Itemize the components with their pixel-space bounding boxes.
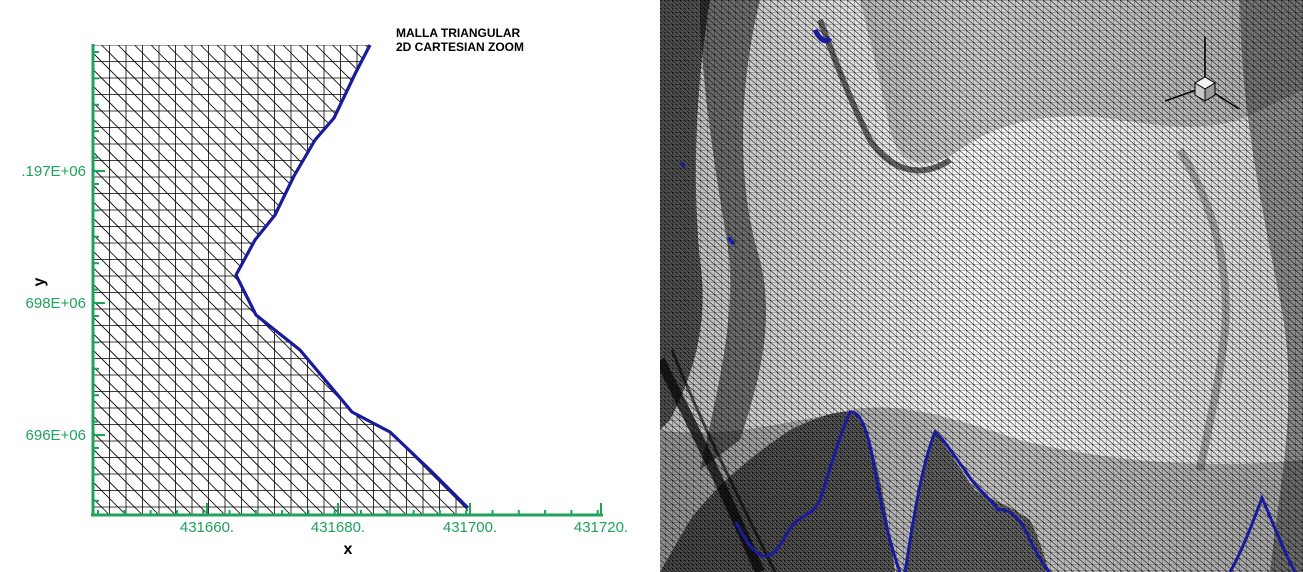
mesh-edge: [93, 45, 308, 515]
mesh-edge: [93, 45, 407, 515]
x-tick-label: 431680.: [311, 519, 365, 536]
mesh-edge: [93, 45, 341, 515]
x-axis-title: x: [344, 541, 353, 558]
boundary-curve-3d: [812, 28, 833, 44]
right-3d-view: [660, 0, 1303, 572]
axes: [91, 44, 603, 517]
plot-title-line-1: MALLA TRIANGULAR: [396, 26, 521, 40]
mesh-edge: [200, 45, 468, 515]
mesh-edge: [93, 45, 209, 515]
mesh-edge: [93, 45, 457, 515]
mesh-edge: [93, 45, 325, 515]
x-tick-label: 431660.: [180, 519, 234, 536]
mesh-edge: [93, 45, 193, 515]
boundary-curve-3d: [726, 236, 736, 246]
mesh-edge: [93, 45, 292, 515]
boundary-curve-3d: [903, 429, 1052, 572]
y-tick-label: .197E+06: [21, 163, 86, 180]
mesh-edge: [93, 45, 259, 515]
axis-cube-icon[interactable]: [1164, 37, 1240, 110]
mesh-edge: [93, 45, 275, 515]
mesh-edge: [93, 45, 242, 515]
mesh-edge: [93, 45, 160, 515]
boundary-curve-3d: [734, 410, 902, 572]
boundary-curves-3d: [680, 28, 1297, 572]
mesh-edge: [233, 45, 468, 515]
mesh-edge: [93, 45, 424, 515]
mesh-edge: [93, 45, 391, 515]
y-tick-label: 698E+06: [26, 295, 86, 312]
mesh-edge: [93, 45, 374, 515]
mesh-edge: [93, 45, 440, 515]
mesh-edge: [183, 45, 468, 515]
mesh-edge: [93, 45, 127, 515]
y-tick-label: 696E+06: [26, 427, 86, 444]
mesh-edge: [93, 45, 176, 515]
boundary-curve-3d: [1228, 494, 1297, 572]
boundary-curve-3d: [680, 161, 686, 169]
mesh-edge: [249, 45, 468, 515]
mesh-edge: [93, 45, 358, 515]
plot-title-line-2: 2D CARTESIAN ZOOM: [396, 40, 524, 54]
boundary-line: [234, 44, 470, 510]
x-tick-label: 431720.: [574, 519, 628, 536]
x-tick-label: 431700.: [443, 519, 497, 536]
mesh-edge: [93, 45, 226, 515]
mesh-edge: [216, 45, 468, 515]
y-axis-title: y: [31, 277, 48, 286]
